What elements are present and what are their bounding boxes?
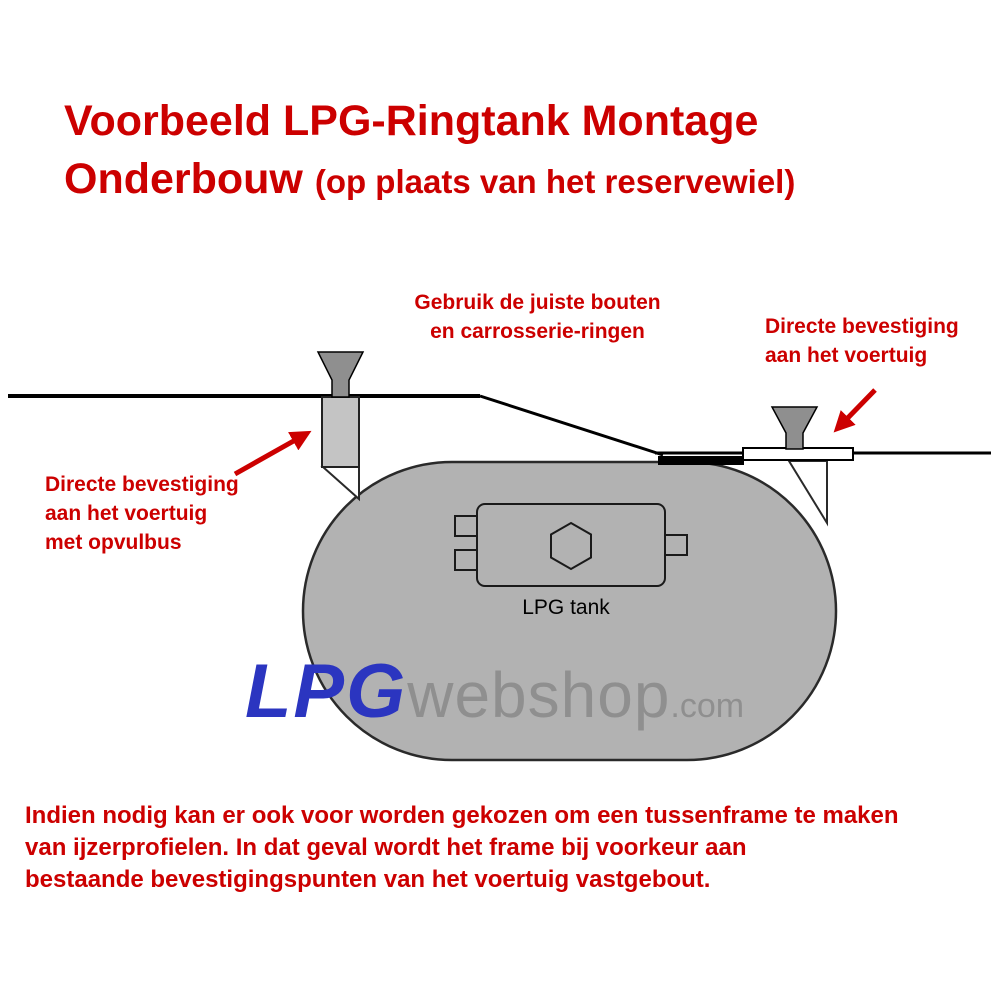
valve-tab-left-bottom [454, 549, 478, 571]
annotation-direct-mount-right: Directe bevestiging aan het voertuig [765, 315, 959, 367]
bracket-left [320, 466, 360, 502]
arrow-to-right-mount [833, 388, 877, 433]
mounting-plate-right [742, 447, 854, 461]
watermark-webshop: webshop [407, 659, 671, 731]
title-line2: Onderbouw (op plaats van het reservewiel… [64, 150, 795, 211]
title-line1: Voorbeeld LPG-Ringtank Montage [64, 97, 759, 145]
vehicle-floor-slant [479, 394, 664, 457]
hex-nut [550, 521, 592, 571]
weld-strap [658, 456, 744, 465]
lpg-tank-body [301, 460, 838, 762]
footer-note: Indien nodig kan er ook voor worden geko… [25, 802, 899, 893]
spacer-tube [321, 396, 360, 468]
arrow-to-left-mount [233, 430, 312, 477]
bolt-right [770, 406, 819, 450]
title-line2-sub: (op plaats van het reservewiel) [314, 163, 796, 200]
valve-tab-left-top [454, 515, 478, 537]
watermark-logo: LPG webshop .com [245, 648, 744, 735]
watermark-com: .com [670, 687, 745, 725]
tank-label: LPG tank [522, 596, 610, 619]
page-title: Voorbeeld LPG-Ringtank Montage Onderbouw… [64, 92, 795, 211]
watermark-lpg: LPG [245, 649, 408, 734]
bolt-left [316, 351, 365, 398]
annotation-use-correct-bolts: Gebruik de juiste bouten en carrosserie-… [414, 291, 661, 343]
valve-tab-right [664, 534, 688, 556]
annotation-direct-mount-left: Directe bevestiging aan het voertuig met… [45, 473, 239, 554]
title-line2-main: Onderbouw [64, 155, 303, 203]
